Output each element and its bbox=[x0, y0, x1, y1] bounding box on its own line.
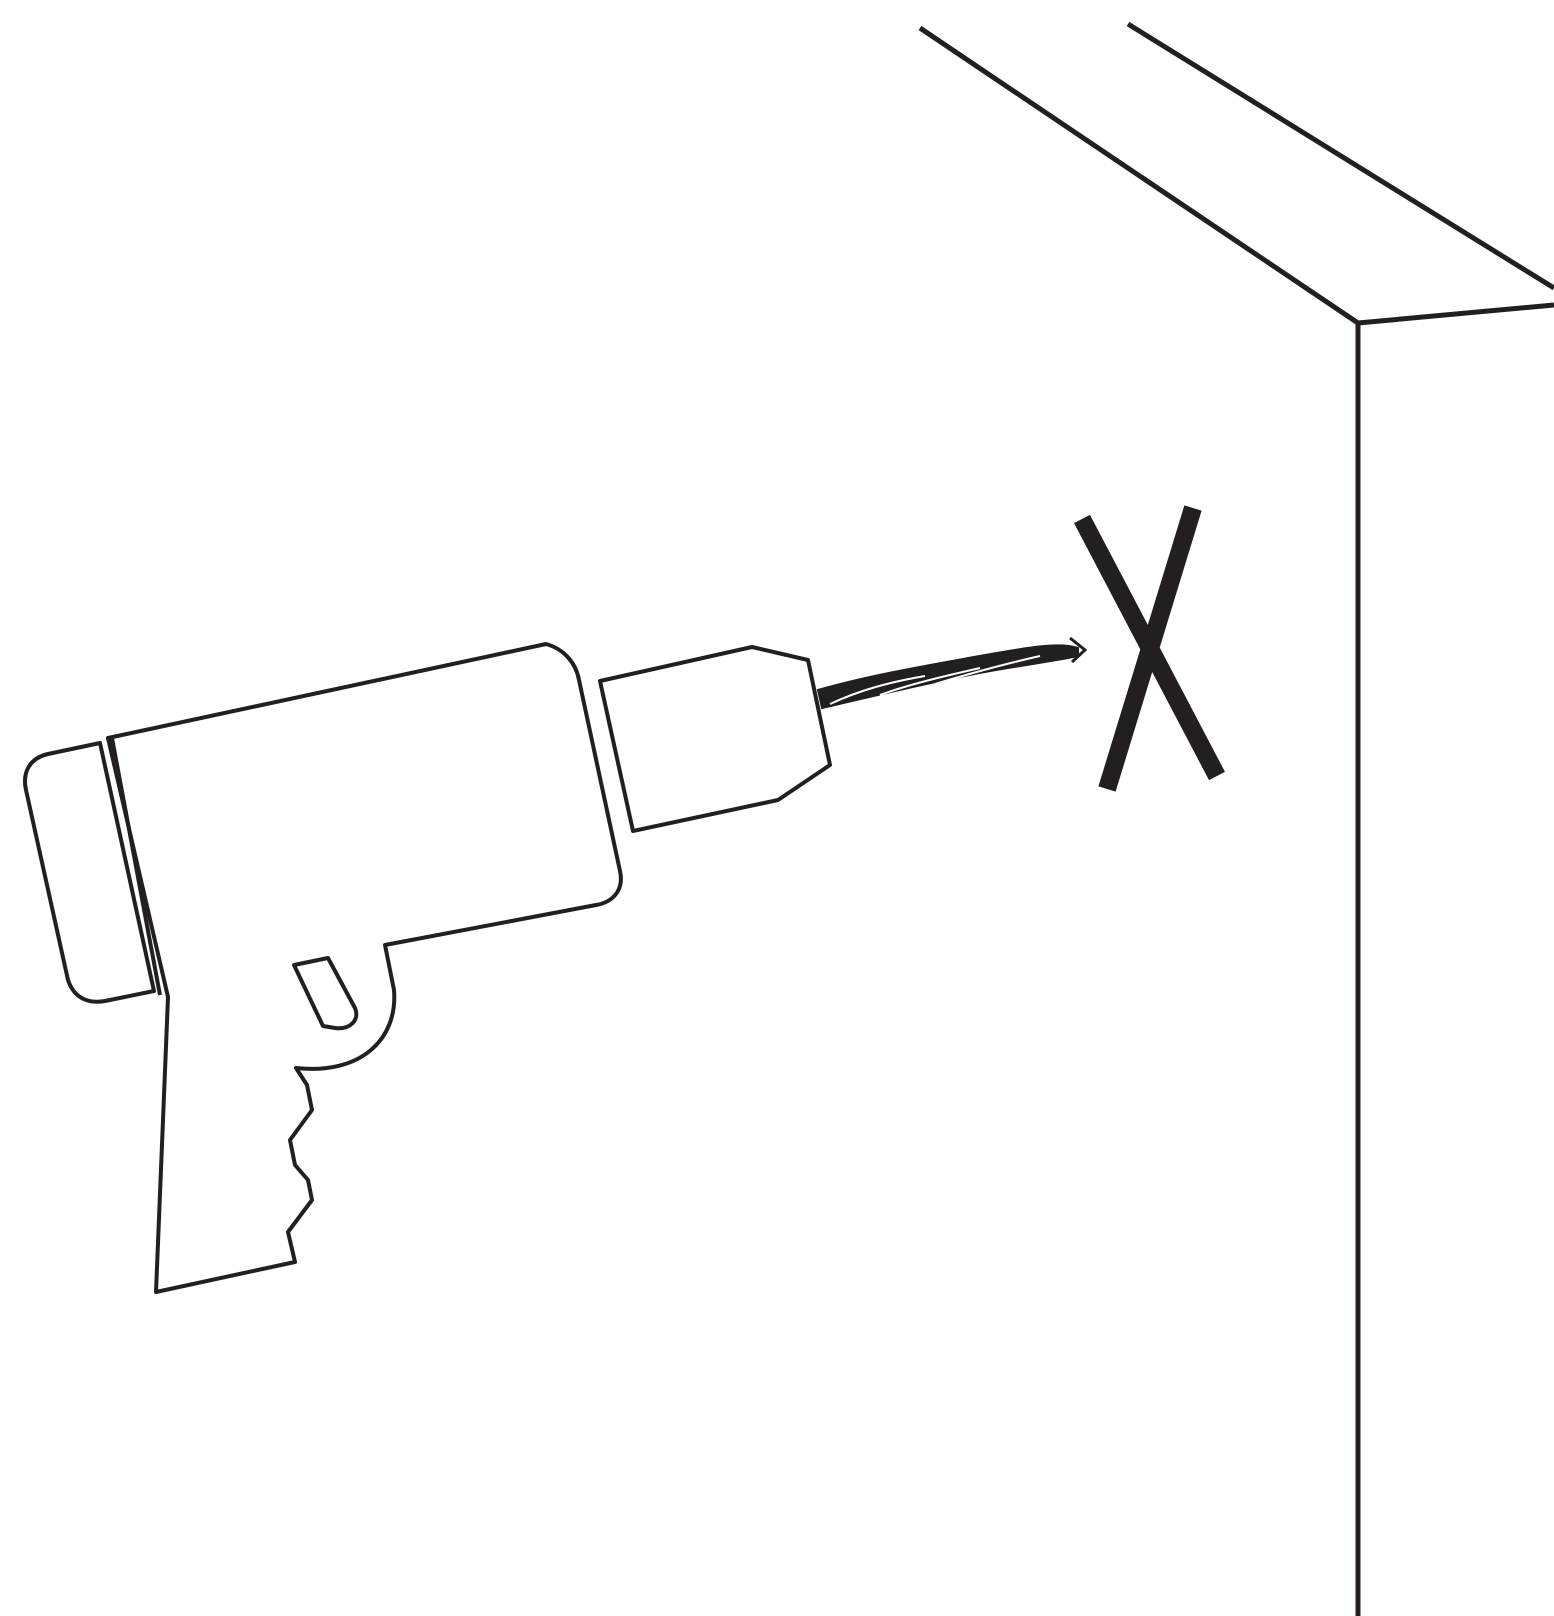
cabinet-corner-icon bbox=[918, 21, 1554, 1616]
cabinet-top-side-edge bbox=[1357, 302, 1554, 326]
cabinet-top-front-edge bbox=[918, 25, 1360, 326]
cabinet-top-back-edge bbox=[1126, 21, 1554, 291]
drill-trigger bbox=[292, 956, 359, 1031]
drill-body bbox=[106, 642, 623, 1294]
twist-drill-bit-icon bbox=[816, 636, 1088, 710]
x-mark-icon bbox=[1074, 505, 1225, 792]
drill-chuck bbox=[598, 645, 832, 833]
drill-back-cap bbox=[23, 741, 156, 1004]
x-mark-stroke-2 bbox=[1098, 505, 1202, 792]
drill-icon bbox=[23, 642, 832, 1294]
drill-body-seam bbox=[110, 737, 162, 996]
